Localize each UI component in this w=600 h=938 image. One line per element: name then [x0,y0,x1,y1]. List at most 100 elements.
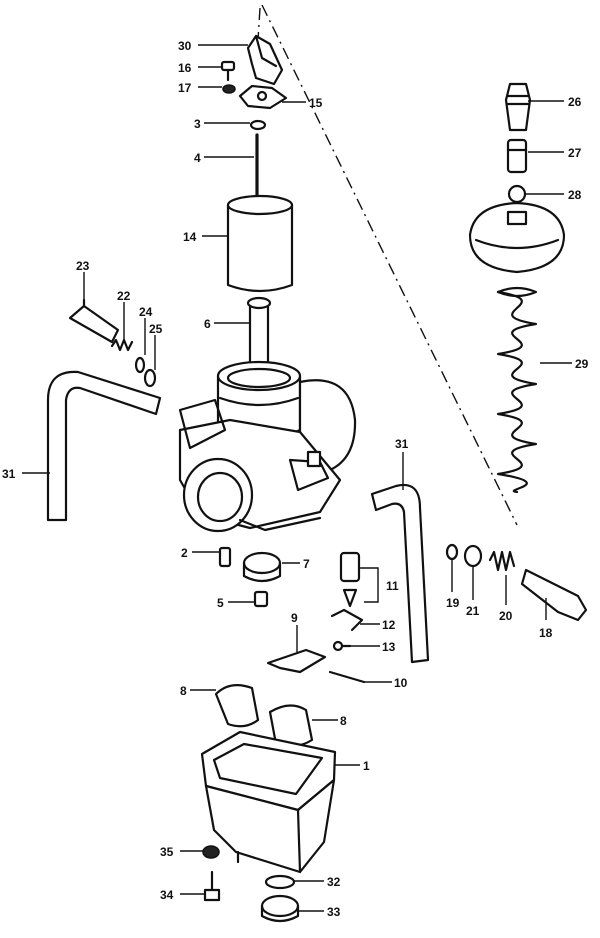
callout-number: 16 [178,61,192,75]
air-screw-washer-part [134,356,146,374]
cap-cover-part [246,34,284,86]
callout-26: 26 [528,95,582,109]
callout-23: 23 [76,259,90,300]
float-left-part [214,683,260,728]
callout-number: 28 [568,188,582,202]
callout-number: 27 [568,146,582,160]
callout-21: 21 [466,566,480,618]
air-screw-spring-part [110,338,134,352]
callout-number: 15 [309,96,323,110]
callout-number: 31 [395,437,409,451]
adjuster-nut-part [506,138,528,174]
callout-number: 29 [575,357,589,371]
needle-jet-part [246,296,272,370]
plug-gasket-part [264,874,296,890]
callout-28: 28 [525,188,582,202]
callout-number: 17 [178,81,192,95]
jet-holder-part [242,551,282,583]
callout-number: 33 [327,905,341,919]
callout-12: 12 [360,618,396,632]
callout-31-left: 31 [2,467,50,481]
air-screw-o-ring-part [143,368,157,388]
callout-number: 21 [466,604,480,618]
callout-number: 13 [382,640,396,654]
callout-6: 6 [204,317,250,331]
assembly-guide-line [261,4,518,526]
idle-washer-part [463,544,483,568]
float-pin-screw-part [332,640,352,652]
callout-number: 22 [117,289,131,303]
callout-16: 16 [178,61,222,75]
callout-33: 33 [298,905,341,919]
assembly-guide-line-2 [257,7,261,41]
idle-screw-part [520,568,588,622]
callout-1: 1 [334,759,370,773]
callout-19: 19 [446,560,460,610]
float-arm-part [266,648,327,674]
callout-3: 3 [194,117,250,131]
idle-o-ring-part [445,543,459,561]
callout-5: 5 [217,596,254,610]
callout-number: 19 [446,596,460,610]
callout-number: 1 [363,759,370,773]
callout-34: 34 [160,888,205,902]
callout-17: 17 [178,81,222,95]
callout-number: 9 [291,611,298,625]
callout-number: 10 [394,676,408,690]
float-valve-part [339,551,361,608]
drain-washer-part [202,845,220,859]
callout-number: 31 [2,467,16,481]
vent-hose-right-part [370,483,430,664]
callout-number: 2 [181,546,188,560]
callout-number: 11 [386,579,399,593]
callout-11: 11 [359,567,399,603]
callout-number: 3 [194,117,201,131]
callout-8-right: 8 [312,714,347,728]
callout-8-left: 8 [180,684,216,698]
callout-20: 20 [499,575,513,623]
callout-35: 35 [160,845,203,859]
callout-number: 24 [139,305,153,319]
callout-15: 15 [282,96,323,110]
callout-number: 6 [204,317,211,331]
callout-number: 34 [160,888,174,902]
callout-number: 14 [183,230,197,244]
callout-number: 26 [568,95,582,109]
callout-number: 32 [327,875,341,889]
air-screw-part [68,298,120,344]
callout-18: 18 [539,598,553,640]
drain-plug-part [260,894,300,923]
callout-24: 24 [139,305,153,355]
callout-7: 7 [282,557,310,571]
callout-number: 5 [217,596,224,610]
clip-part [249,119,267,131]
carburetor-body-part [178,360,357,533]
return-spring-part [496,286,538,494]
cap-washer-part [507,184,527,204]
callout-number: 7 [303,557,310,571]
callout-30: 30 [178,39,248,53]
cap-screw-part [220,60,236,82]
float-bowl-part [200,730,337,874]
callout-number: 4 [194,151,201,165]
callout-31-right: 31 [395,437,409,490]
washer-part [222,84,236,94]
callout-32: 32 [294,875,341,889]
callout-number: 30 [178,39,192,53]
main-jet-part [253,590,269,608]
callout-29: 29 [540,357,589,371]
callout-number: 12 [382,618,396,632]
callout-2: 2 [181,546,220,560]
callout-number: 8 [180,684,187,698]
callout-4: 4 [194,151,254,165]
pilot-jet-part [218,546,232,568]
float-pin-part [328,670,366,684]
callout-27: 27 [528,146,582,160]
idle-spring-part [488,550,516,572]
callout-number: 35 [160,845,174,859]
vent-hose-left-part [46,370,162,522]
callout-14: 14 [183,230,228,244]
callout-number: 8 [340,714,347,728]
drain-screw-part [203,870,221,902]
